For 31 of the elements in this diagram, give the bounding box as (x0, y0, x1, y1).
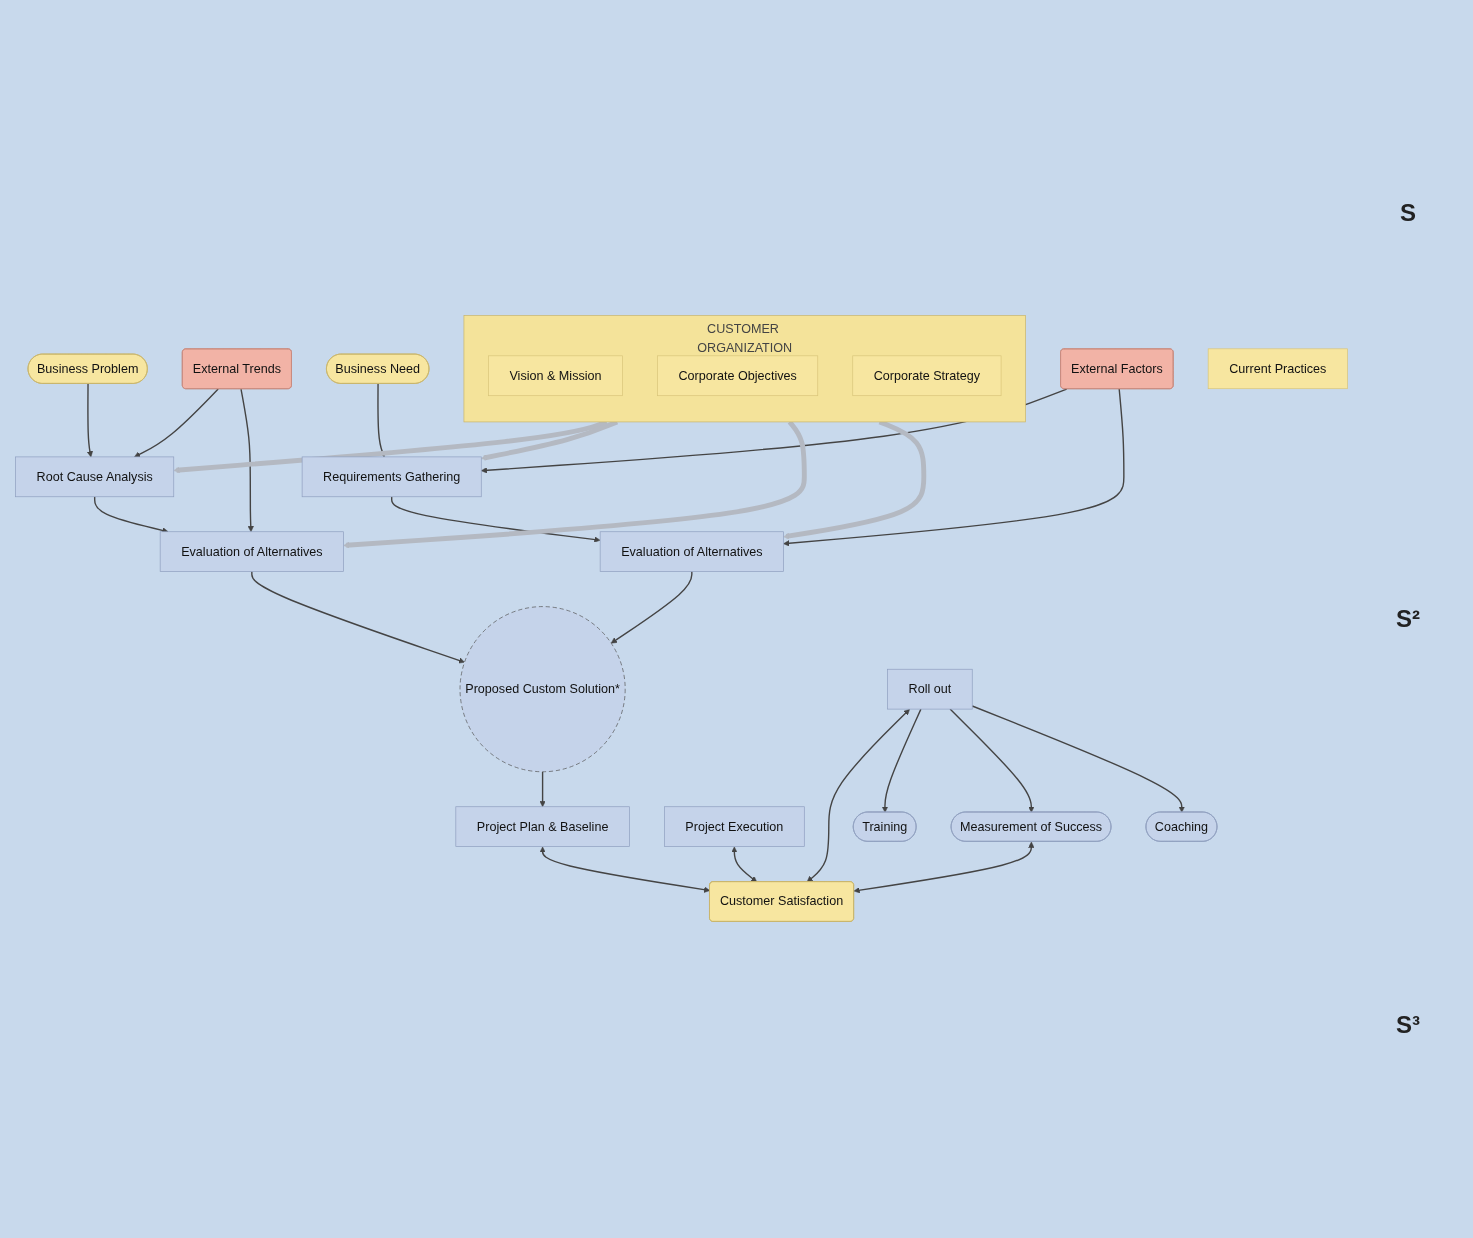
node-box: Vision & Mission (488, 355, 623, 397)
node-circle: Proposed Custom Solution* (459, 606, 626, 773)
node-box: Corporate Strategy (852, 355, 1002, 397)
arrow (539, 771, 546, 808)
node-box: Project Plan & Baseline (455, 806, 630, 848)
arrow (240, 388, 254, 533)
arrow (731, 847, 758, 883)
node-box: Evaluation of Alternatives (599, 531, 784, 573)
arrow (610, 571, 693, 644)
section-label: S² (1396, 605, 1420, 633)
arrow (539, 847, 711, 894)
node-box: Root Cause Analysis (15, 457, 175, 498)
section-label: S (1400, 199, 1416, 227)
arrow (134, 388, 219, 458)
arrow (391, 496, 601, 544)
arrow (86, 383, 93, 458)
node-box: Current Practices (1207, 348, 1348, 390)
arrow (881, 708, 922, 814)
arrow (806, 709, 910, 883)
node-box: Project Execution (664, 806, 805, 848)
node-box: Evaluation of Alternatives (159, 531, 344, 573)
arrow (94, 496, 169, 534)
arrow (971, 705, 1185, 814)
node-box: Requirements Gathering (301, 457, 482, 498)
section-label: S³ (1396, 1011, 1420, 1039)
arrow (251, 571, 465, 664)
node-box: Roll out (887, 669, 973, 710)
arrow (949, 708, 1035, 814)
node-box: Corporate Objectives (657, 355, 819, 397)
arrow (783, 388, 1125, 547)
arrow (853, 842, 1035, 894)
